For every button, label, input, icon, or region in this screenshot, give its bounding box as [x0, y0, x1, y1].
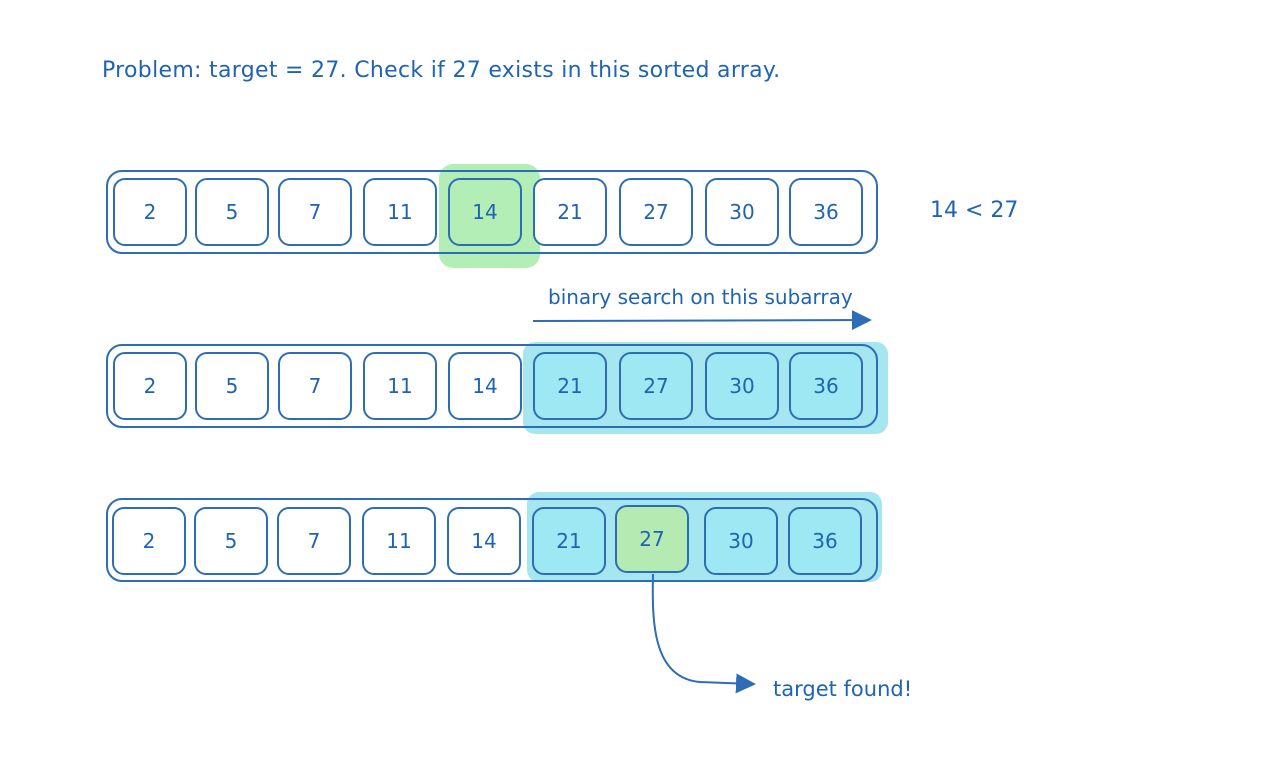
subarray-arrow — [532, 310, 872, 331]
row2-cell-0: 2 — [113, 352, 187, 420]
array-row-2-frame — [106, 344, 878, 428]
row2-cell-5: 21 — [533, 352, 607, 420]
subarray-label: binary search on this subarray — [548, 285, 853, 309]
found-arrow — [651, 573, 756, 694]
row3-cell-1: 5 — [194, 507, 268, 575]
row1-cell-0: 2 — [113, 178, 187, 246]
row1-cell-6: 27 — [619, 178, 693, 246]
row3-cell-7: 30 — [704, 507, 778, 575]
row2-cell-6: 27 — [619, 352, 693, 420]
target-found-label: target found! — [773, 677, 913, 701]
row2-cell-1: 5 — [195, 352, 269, 420]
row1-cell-5: 21 — [533, 178, 607, 246]
problem-statement: Problem: target = 27. Check if 27 exists… — [102, 58, 781, 83]
row1-cell-3: 11 — [363, 178, 437, 246]
row2-cell-8: 36 — [789, 352, 863, 420]
array-row-3-frame — [106, 498, 878, 582]
array-row-1-frame — [106, 170, 878, 254]
row1-cell-4-middle: 14 — [448, 178, 522, 246]
row3-cell-8: 36 — [788, 507, 862, 575]
row3-cell-5: 21 — [532, 507, 606, 575]
row2-cell-7: 30 — [705, 352, 779, 420]
row3-cell-4: 14 — [447, 507, 521, 575]
row3-cell-2: 7 — [277, 507, 351, 575]
row3-cell-3: 11 — [362, 507, 436, 575]
row1-cell-7: 30 — [705, 178, 779, 246]
comparison-label: 14 < 27 — [930, 198, 1019, 223]
row3-cell-0: 2 — [112, 507, 186, 575]
row2-cell-3: 11 — [363, 352, 437, 420]
row2-cell-2: 7 — [278, 352, 352, 420]
row1-cell-2: 7 — [278, 178, 352, 246]
row1-cell-8: 36 — [789, 178, 863, 246]
row3-cell-6-found: 27 — [615, 505, 689, 573]
row1-cell-1: 5 — [195, 178, 269, 246]
row2-cell-4: 14 — [448, 352, 522, 420]
